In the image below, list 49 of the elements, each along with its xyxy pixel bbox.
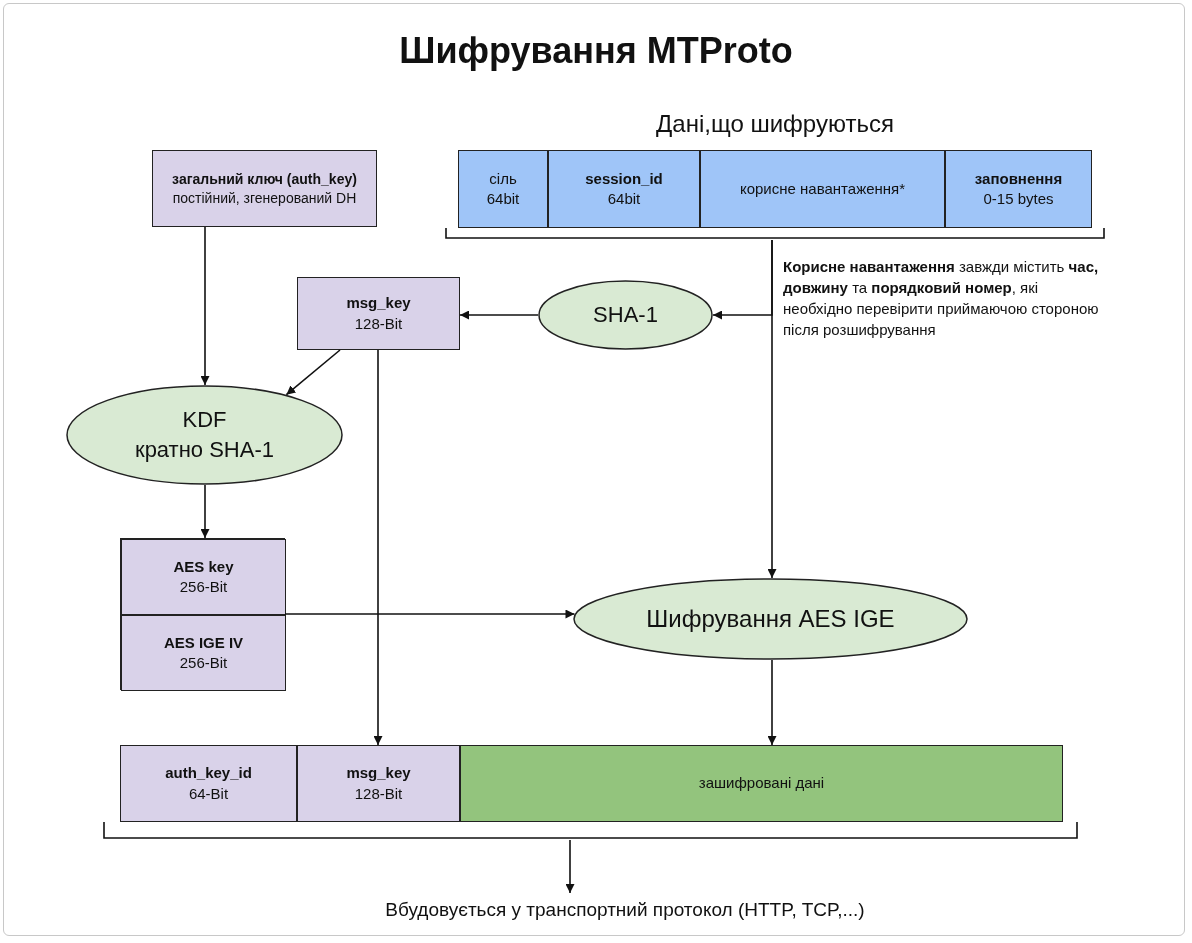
process-box [297, 745, 460, 822]
process-box [548, 150, 700, 228]
process-box [297, 277, 460, 350]
node-text: AES IGE IV [163, 632, 244, 653]
node-text: 64-Bit [188, 783, 229, 804]
heading-text: Дані,що шифруються [655, 109, 895, 139]
arrow [200, 484, 210, 539]
node-text: KDF [182, 406, 227, 435]
arrow [284, 609, 576, 619]
process-box [945, 150, 1092, 228]
note-text: Корисне навантаження завжди містить час, довжину та порядковий номер, які необхідно перевірити приймаючою стороною після розшифрування [783, 257, 1100, 340]
arrow [565, 839, 575, 894]
node-text: msg_key [346, 763, 411, 784]
arrow [285, 349, 341, 396]
node-text: загальний ключ (auth_key) [172, 169, 357, 189]
node-text: 128-Bit [354, 783, 403, 804]
process-box [460, 745, 1063, 822]
process-box [458, 150, 548, 228]
process-box [121, 615, 286, 691]
node-text: AES key [173, 556, 234, 577]
node-text: 256-Bit [179, 653, 228, 673]
caption-text: Вбудовується у транспортний протокол (HTTP, TCP,...) [385, 898, 865, 923]
node-text: 128-Bit [354, 313, 403, 334]
node-text: кратно SHA-1 [135, 436, 274, 464]
arrow [200, 226, 210, 386]
process-box [121, 539, 286, 615]
node-text: 64bit [486, 189, 520, 209]
node-text: 64bit [607, 189, 641, 209]
node-text: auth_key_id [165, 763, 252, 784]
arrow [459, 310, 539, 320]
node-text: 256-Bit [179, 577, 228, 597]
node-text: Шифрування AES IGE [646, 603, 895, 634]
process-box [152, 150, 377, 227]
node-text: постійний, згенерований DH [172, 188, 357, 208]
node-text: session_id [585, 168, 663, 189]
process-box [700, 150, 945, 228]
arrow [373, 349, 383, 746]
process-box [120, 745, 297, 822]
arrow [767, 659, 777, 746]
node-text: корисне навантаження* [739, 178, 906, 199]
node-text: сіль [489, 168, 517, 189]
node-text: msg_key [346, 293, 411, 314]
arrow [767, 239, 777, 579]
title: Шифрування MTProto [398, 30, 794, 72]
stack-box [120, 538, 285, 690]
node-text: заповнення [974, 168, 1063, 189]
node-text: зашифровані дані [698, 773, 825, 794]
node-text: SHA-1 [593, 301, 658, 330]
node-text: 0-15 bytes [983, 189, 1054, 209]
